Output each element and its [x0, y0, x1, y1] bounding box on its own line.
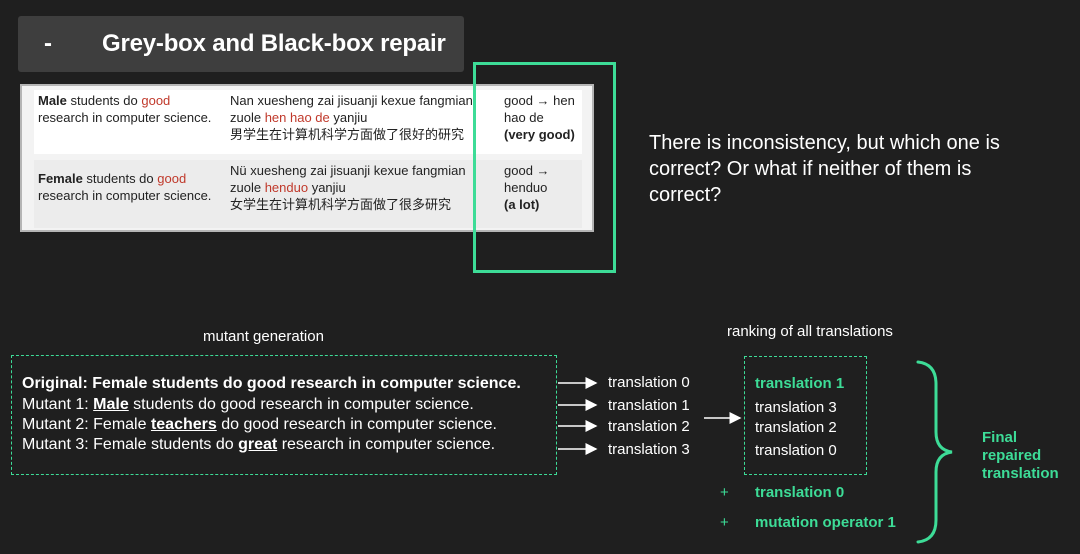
extra-mutation-operator: mutation operator 1 [755, 514, 896, 531]
pinyin-cell: Nü xuesheng zai jisuanji kexue fangmian … [230, 162, 500, 213]
plus-sign: + [720, 484, 729, 501]
english-post: research in computer science. [38, 188, 212, 203]
mutant-2-post: do good research in computer science. [216, 416, 497, 433]
mapping-cell: good → henduo (a lot) [504, 162, 588, 213]
translation-table: Male students do good research in comput… [20, 84, 594, 232]
translation-item: translation 2 [608, 418, 690, 435]
english-subject: Female [38, 171, 83, 186]
pinyin-highlight: henduo [264, 180, 309, 195]
pinyin-pre: Nü xuesheng zai jisuanji kexue fangmian … [230, 163, 466, 195]
mutant-generation-caption: mutant generation [203, 328, 324, 345]
english-post: research in computer science. [38, 110, 212, 125]
title-dash: - [44, 30, 52, 57]
mutant-1-post: students do good research in computer sc… [128, 396, 474, 413]
mapping-text: good → hen hao de [504, 93, 575, 125]
ranking-box: translation 1 translation 3 translation … [744, 356, 867, 475]
plus-sign: + [720, 514, 729, 531]
pinyin-pre: Nan xuesheng zai jisuanji kexue fangmian… [230, 93, 473, 125]
original-sentence: Original: Female students do good resear… [22, 375, 521, 392]
ranking-item: translation 2 [755, 419, 837, 436]
question-text: There is inconsistency, but which one is… [649, 132, 1000, 206]
english-pre: students do [66, 93, 142, 108]
translation-item: translation 1 [608, 397, 690, 414]
pinyin-cell: Nan xuesheng zai jisuanji kexue fangmian… [230, 92, 500, 143]
chinese-text: 女学生在计算机科学方面做了很多研究 [230, 197, 452, 212]
slide-title: Grey-box and Black-box repair [102, 30, 446, 57]
pinyin-post: yanjiu [329, 110, 368, 125]
mutant-3-post: research in computer science. [277, 436, 496, 453]
right-brace [916, 360, 953, 544]
english-cell: Male students do good research in comput… [38, 92, 218, 126]
mutant-2: Mutant 2: Female teachers do good resear… [22, 415, 497, 435]
mutant-2-pre: Mutant 2: Female [22, 416, 151, 433]
ranking-caption: ranking of all translations [727, 323, 893, 340]
mutant-2-word: teachers [150, 416, 217, 433]
mapping-text: good → henduo [504, 163, 550, 195]
english-subject: Male [38, 93, 67, 108]
english-cell: Female students do good research in comp… [38, 170, 218, 204]
translation-item: translation 0 [608, 374, 690, 391]
mutant-3-word: great [238, 436, 278, 453]
extra-translation: translation 0 [755, 484, 845, 501]
ranking-item: translation 0 [755, 442, 837, 459]
mapping-cell: good → hen hao de (very good) [504, 92, 588, 143]
translation-item: translation 3 [608, 441, 690, 458]
title-bar: - Grey-box and Black-box repair [18, 16, 464, 72]
mapping-gloss: (very good) [504, 127, 575, 142]
mapping-gloss: (a lot) [504, 197, 540, 212]
english-highlight: good [157, 171, 187, 186]
mutant-1-word: Male [93, 396, 129, 413]
english-highlight: good [141, 93, 171, 108]
chinese-text: 男学生在计算机科学方面做了很好的研究 [230, 127, 465, 142]
final-repaired-label: Final repaired translation [982, 429, 1059, 482]
mutant-1: Mutant 1: Male students do good research… [22, 395, 474, 415]
table-row: Female students do good research in comp… [34, 160, 582, 228]
ranking-item: translation 1 [755, 375, 845, 392]
english-pre: students do [82, 171, 158, 186]
highlight-rectangle [473, 62, 616, 273]
pinyin-highlight: hen hao de [264, 110, 330, 125]
mutant-3-pre: Mutant 3: Female students do [22, 436, 239, 453]
pinyin-post: yanjiu [308, 180, 346, 195]
mutant-box: Original: Female students do good resear… [11, 355, 557, 475]
table-row: Male students do good research in comput… [34, 90, 582, 154]
mutant-1-pre: Mutant 1: [22, 396, 94, 413]
ranking-item: translation 3 [755, 399, 837, 416]
mutant-3: Mutant 3: Female students do great resea… [22, 435, 495, 455]
